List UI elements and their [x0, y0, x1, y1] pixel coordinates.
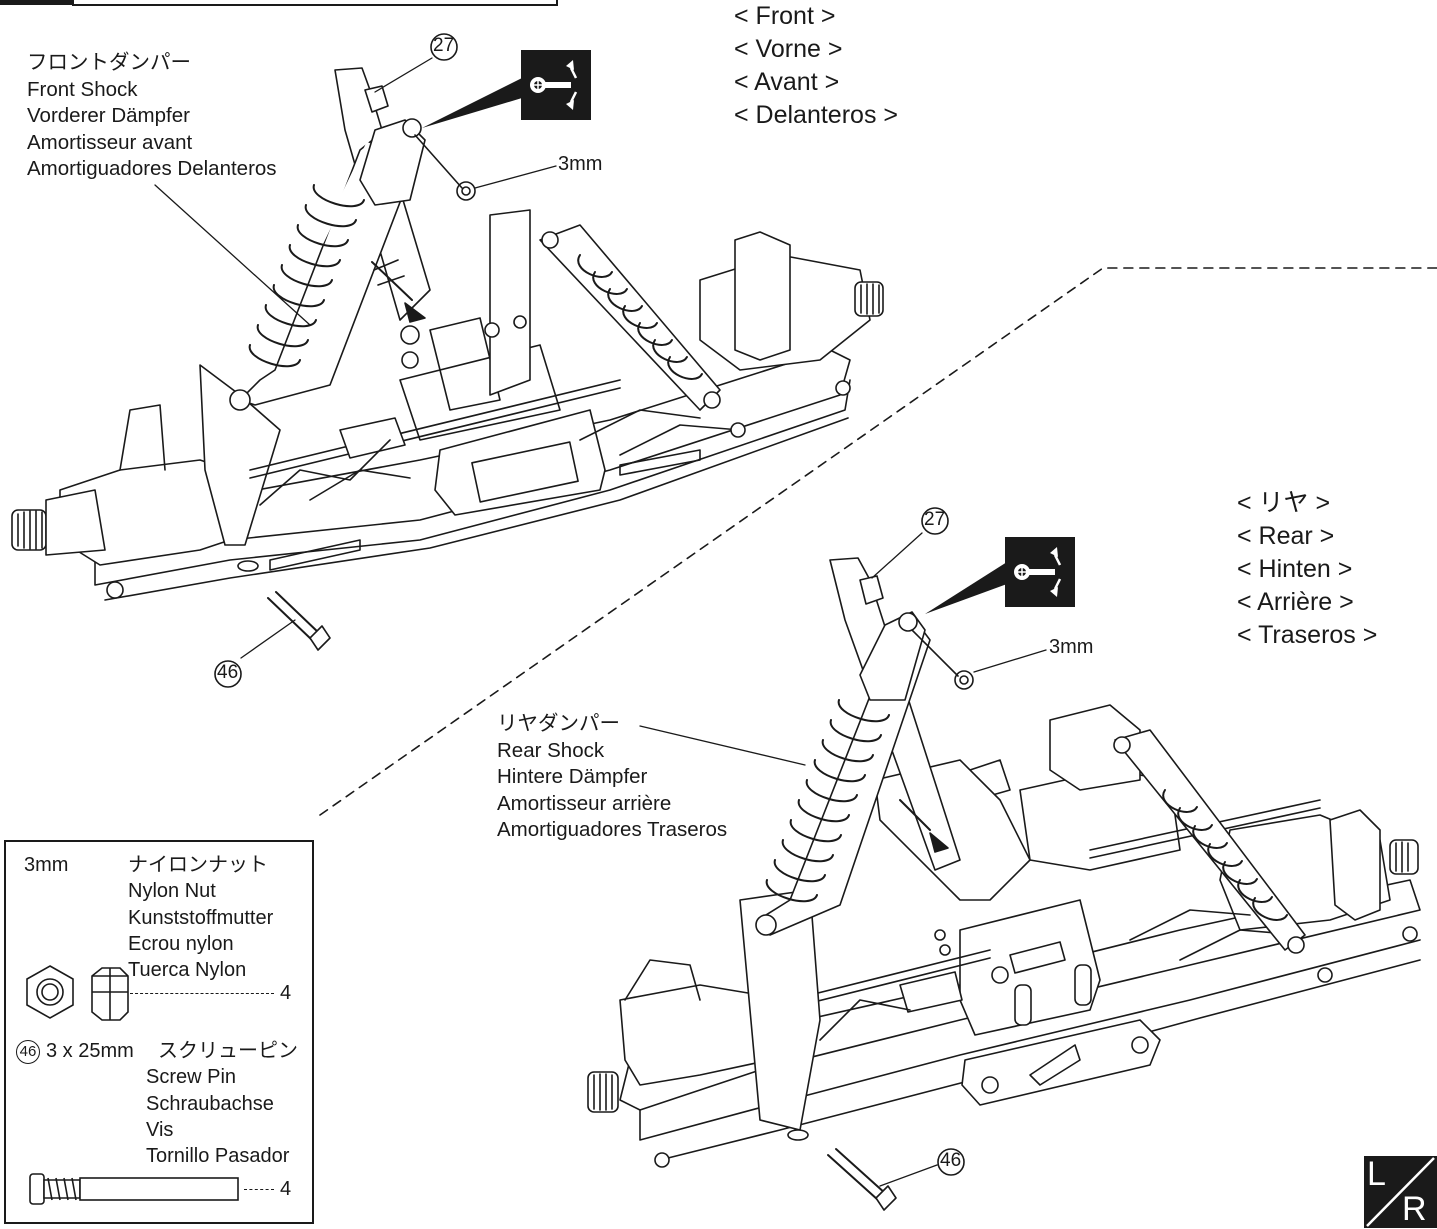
pivot-swing-icon — [1005, 537, 1075, 607]
legend-pin-number: 46 — [19, 1043, 37, 1060]
front-section-labels: < Front > < Vorne > < Avant > < Delanter… — [734, 0, 898, 132]
legend-pin-name-de: Schraubachse — [146, 1092, 274, 1115]
front-nut-size: 3mm — [558, 153, 603, 175]
rear-section-labels: < リヤ > < Rear > < Hinten > < Arrière > <… — [1237, 487, 1377, 652]
rear-shock-label-de: Hintere Dämpfer — [497, 765, 648, 788]
legend-nut-qty: 4 — [280, 982, 292, 1004]
rear-shock-label-es: Amortiguadores Traseros — [497, 818, 728, 841]
legend-pin-qty: 4 — [280, 1178, 292, 1200]
legend-pin-name-en: Screw Pin — [146, 1066, 237, 1089]
legend-pin-qty-line — [244, 1189, 274, 1190]
legend-nut-names: ナイロンナット Nylon Nut Kunststoffmutter Ecrou… — [128, 852, 273, 983]
front-callout-46-circle — [214, 660, 242, 688]
lr-badge-left-letter: L — [1367, 1155, 1386, 1193]
front-section-label-ja: < Front > — [734, 2, 836, 30]
front-shock-right — [539, 224, 721, 411]
legend-nut-qty-line — [130, 993, 274, 994]
rear-section-label-fr: < Arrière > — [1237, 588, 1354, 616]
rear-section-label-de: < Hinten > — [1237, 555, 1353, 583]
legend-nut-name-es: Tuerca Nylon — [128, 959, 247, 982]
lr-badge-right-letter: R — [1402, 1190, 1427, 1228]
rear-nut-size: 3mm — [1049, 636, 1094, 658]
front-section-label-fr: < Avant > — [734, 68, 840, 96]
legend-nut-name-ja: ナイロンナット — [128, 854, 268, 876]
front-callout-27-circle — [430, 33, 458, 61]
legend-pin-name-fr: Vis — [146, 1118, 174, 1141]
front-chassis — [11, 209, 884, 601]
front-section-label-es: < Delanteros > — [734, 101, 898, 129]
pivot-swing-icon — [521, 50, 591, 120]
front-shock-left — [229, 67, 476, 411]
rear-part-27: 27 — [924, 509, 946, 530]
screw-pin-icon — [29, 1173, 239, 1205]
legend-nut-name-fr: Ecrou nylon — [128, 932, 234, 955]
rear-section-label-es: < Traseros > — [1237, 621, 1378, 649]
legend-nut-name-en: Nylon Nut — [128, 880, 216, 903]
rear-shock-right — [1113, 729, 1306, 954]
front-shock-label: フロントダンパー Front Shock Vorderer Dämpfer Am… — [27, 50, 277, 183]
left-right-badge — [1364, 1156, 1437, 1228]
front-screw-pin — [237, 259, 426, 651]
top-frame-border — [72, 0, 558, 6]
front-shock-label-es: Amortiguadores Delanteros — [27, 157, 277, 180]
rear-shock-left — [739, 557, 974, 1131]
legend-pin-name-es: Tornillo Pasador — [146, 1145, 290, 1168]
rear-shock-label: リヤダンパー Rear Shock Hintere Dämpfer Amorti… — [497, 711, 727, 844]
front-section-label-de: < Vorne > — [734, 35, 843, 63]
front-part-27: 27 — [433, 35, 455, 56]
rear-shock-label-ja: リヤダンパー — [497, 712, 620, 735]
legend-pin-name-ja: スクリューピン — [158, 1040, 298, 1062]
front-shock-label-en: Front Shock — [27, 77, 138, 101]
legend-pin-names: スクリューピン Screw Pin Schraubachse Vis Torni… — [146, 1038, 298, 1169]
front-shock-label-ja: フロントダンパー — [27, 51, 191, 74]
front-shock-label-de: Vorderer Dämpfer — [27, 104, 190, 127]
rear-screw-pin — [787, 799, 949, 1211]
rear-section-label-en: < Rear > — [1237, 522, 1335, 550]
rear-callout-27-circle — [921, 507, 949, 535]
top-frame-tab — [0, 0, 72, 5]
legend-nut-size: 3mm — [24, 854, 69, 876]
parts-legend: 3mm ナイロンナット Nylon Nut Kunststoffmutter E… — [4, 840, 314, 1224]
nylon-nut-icon — [26, 965, 129, 1021]
front-shock-label-fr: Amortisseur avant — [27, 130, 193, 154]
rear-section-label-ja: < リヤ > — [1237, 489, 1331, 517]
top-frame — [0, 0, 558, 8]
rear-callout-46-circle — [937, 1148, 965, 1176]
rear-shock-label-fr: Amortisseur arrière — [497, 791, 672, 815]
rear-part-46: 46 — [940, 1150, 962, 1171]
legend-pin-size: 3 x 25mm — [46, 1040, 134, 1062]
legend-pin-number-circle — [16, 1040, 40, 1064]
front-part-46: 46 — [217, 662, 239, 683]
rear-shock-label-en: Rear Shock — [497, 738, 605, 762]
legend-nut-name-de: Kunststoffmutter — [128, 906, 274, 929]
